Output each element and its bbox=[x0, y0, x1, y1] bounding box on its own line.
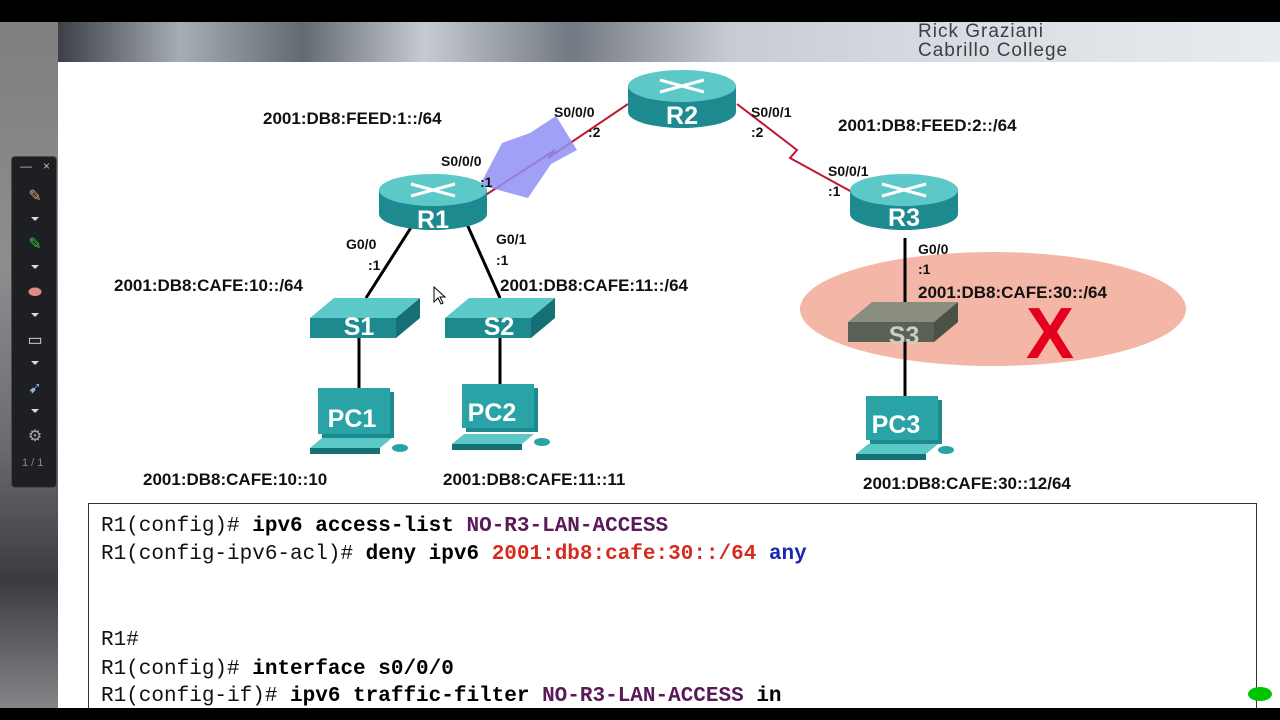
router-r2[interactable] bbox=[628, 70, 736, 128]
author-college: Cabrillo College bbox=[918, 40, 1069, 61]
pc-pc1[interactable] bbox=[310, 388, 408, 454]
r1-g01-ip: :1 bbox=[496, 252, 509, 268]
author-credit: Rick Graziani Cabrillo College bbox=[918, 22, 1278, 62]
switch-s3[interactable] bbox=[848, 302, 958, 342]
link-r1-s2 bbox=[464, 221, 502, 299]
cli-line-3: R1# bbox=[101, 629, 139, 653]
cli-line-5: R1(config-if)# ipv6 traffic-filter NO-R3… bbox=[101, 685, 782, 709]
switch-s2[interactable] bbox=[445, 298, 555, 338]
r1-g01-label: G0/1 bbox=[496, 231, 527, 247]
cli-prompt: R1(config-if)# bbox=[101, 685, 291, 708]
serial-link-r2-r3 bbox=[736, 103, 853, 193]
pointer-icon[interactable]: ➹ bbox=[28, 380, 42, 397]
cli-source-prefix: 2001:db8:cafe:30::/64 bbox=[491, 543, 757, 566]
close-icon[interactable]: × bbox=[43, 159, 51, 173]
r1-label: R1 bbox=[417, 206, 449, 234]
pc3-label: PC3 bbox=[871, 411, 921, 439]
cli-prompt: R1(config)# bbox=[101, 515, 253, 538]
cli-command-box: R1(config)# ipv6 access-list NO-R3-LAN-A… bbox=[88, 503, 1257, 713]
switch-s1[interactable] bbox=[310, 298, 420, 338]
eraser-options-icon[interactable] bbox=[31, 313, 39, 317]
pc3-ip-label: 2001:DB8:CAFE:30::12/64 bbox=[863, 474, 1071, 493]
network-feed1-label: 2001:DB8:FEED:1::/64 bbox=[263, 109, 442, 128]
r2-s001-label: S0/0/1 bbox=[751, 104, 792, 120]
status-indicator-icon bbox=[1248, 687, 1272, 701]
network-feed2-label: 2001:DB8:FEED:2::/64 bbox=[838, 116, 1017, 135]
highlighter-icon[interactable]: ✎ bbox=[28, 236, 42, 253]
page-counter: 1 / 1 bbox=[22, 457, 44, 469]
cli-direction: in bbox=[743, 685, 782, 708]
pc1-label: PC1 bbox=[327, 405, 377, 433]
cli-line-1: R1(config)# ipv6 access-list NO-R3-LAN-A… bbox=[101, 515, 668, 539]
shape-icon[interactable]: ▭ bbox=[27, 332, 43, 349]
cli-command: interface s0/0/0 bbox=[252, 658, 454, 681]
r1-g00-ip: :1 bbox=[368, 257, 381, 273]
cli-line-4: R1(config)# interface s0/0/0 bbox=[101, 658, 454, 682]
router-r1[interactable] bbox=[379, 174, 487, 230]
r3-s001-ip: :1 bbox=[828, 183, 841, 199]
pc1-ip-label: 2001:DB8:CAFE:10::10 bbox=[143, 470, 328, 489]
pc-pc3[interactable] bbox=[856, 396, 954, 460]
bottom-black-bar bbox=[0, 708, 1280, 720]
pen-options-icon[interactable] bbox=[31, 217, 39, 221]
cli-command: ipv6 access-list bbox=[252, 515, 467, 538]
r3-g00-ip: :1 bbox=[918, 261, 931, 277]
cli-prompt: R1(config)# bbox=[101, 658, 253, 681]
r3-s001-label: S0/0/1 bbox=[828, 163, 869, 179]
cli-prompt: R1(config-ipv6-acl)# bbox=[101, 543, 366, 566]
r2-s001-ip: :2 bbox=[751, 124, 764, 140]
inbound-traffic-arrow bbox=[480, 116, 577, 198]
highlighter-options-icon[interactable] bbox=[31, 265, 39, 269]
r1-g00-label: G0/0 bbox=[346, 236, 377, 252]
s2-label: S2 bbox=[483, 313, 515, 341]
network-cafe10-label: 2001:DB8:CAFE:10::/64 bbox=[114, 276, 303, 295]
link-r1-s1 bbox=[364, 225, 414, 299]
shape-options-icon[interactable] bbox=[31, 361, 39, 365]
minimize-icon[interactable]: — bbox=[20, 159, 32, 173]
cli-acl-name: NO-R3-LAN-ACCESS bbox=[542, 685, 744, 708]
mouse-cursor-icon bbox=[433, 286, 447, 305]
cli-command: deny ipv6 bbox=[365, 543, 492, 566]
blocked-x-mark: X bbox=[1026, 294, 1075, 374]
cli-command: ipv6 traffic-filter bbox=[290, 685, 543, 708]
pc2-label: PC2 bbox=[467, 399, 517, 427]
gear-icon[interactable]: ⚙ bbox=[27, 428, 43, 445]
network-cafe30-label: 2001:DB8:CAFE:30::/64 bbox=[918, 283, 1107, 302]
cli-prompt: R1# bbox=[101, 629, 139, 652]
r3-label: R3 bbox=[888, 204, 920, 232]
r2-s000-ip: :2 bbox=[588, 124, 601, 140]
pointer-options-icon[interactable] bbox=[31, 409, 39, 413]
r1-s000-ip: :1 bbox=[480, 174, 493, 190]
r3-lan-highlight bbox=[800, 252, 1186, 366]
cli-line-2: R1(config-ipv6-acl)# deny ipv6 2001:db8:… bbox=[101, 543, 807, 567]
eraser-icon[interactable]: ⬬ bbox=[28, 284, 42, 301]
slide-banner bbox=[58, 22, 1280, 62]
s3-label: S3 bbox=[888, 322, 920, 350]
pen-icon[interactable]: ✎ bbox=[28, 188, 42, 205]
r3-g00-label: G0/0 bbox=[918, 241, 949, 257]
pc2-ip-label: 2001:DB8:CAFE:11::11 bbox=[443, 470, 626, 489]
cli-acl-name: NO-R3-LAN-ACCESS bbox=[466, 515, 669, 538]
router-r3[interactable] bbox=[850, 174, 958, 230]
author-name: Rick Graziani bbox=[918, 21, 1044, 42]
top-black-bar bbox=[0, 0, 1280, 22]
annotation-toolbar: — × ✎ ✎ ⬬ ▭ ➹ ⚙ 1 / 1 bbox=[11, 156, 57, 488]
r2-label: R2 bbox=[666, 102, 698, 130]
r1-s000-label: S0/0/0 bbox=[441, 153, 482, 169]
cli-destination-any: any bbox=[756, 543, 807, 566]
pc-pc2[interactable] bbox=[452, 384, 550, 450]
r2-s000-label: S0/0/0 bbox=[554, 104, 595, 120]
network-cafe11-label: 2001:DB8:CAFE:11::/64 bbox=[500, 276, 689, 295]
s1-label: S1 bbox=[343, 313, 375, 341]
